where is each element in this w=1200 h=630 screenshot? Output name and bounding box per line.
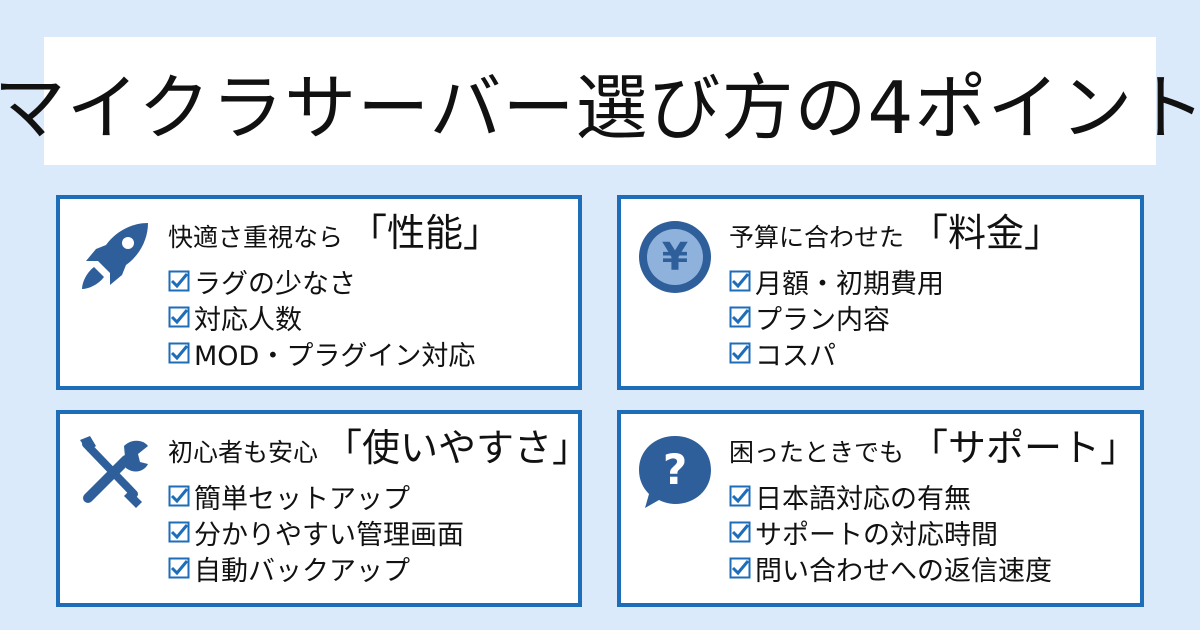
page-title: マイクラサーバー選び方の4ポイント xyxy=(0,65,1200,150)
list-item: 簡単セットアップ xyxy=(168,478,464,515)
list-item-label: プラン内容 xyxy=(755,304,890,336)
heading-keyword: 「性能」 xyxy=(349,211,502,255)
list-item-label: 分かりやすい管理画面 xyxy=(194,519,464,551)
list-item: 自動バックアップ xyxy=(168,550,464,587)
heading-keyword: 「料金」 xyxy=(910,211,1063,255)
title-banner: マイクラサーバー選び方の4ポイント xyxy=(0,37,1200,165)
heading-keyword: 「使いやすさ」 xyxy=(324,426,591,470)
list-item: 問い合わせへの返信速度 xyxy=(729,550,1052,587)
checklist: ラグの少なさ 対応人数 MOD・プラグイン対応 xyxy=(168,263,476,372)
list-item-label: 対応人数 xyxy=(194,304,302,336)
card-heading: 困ったときでも「サポート」 xyxy=(729,424,1138,477)
list-item: ラグの少なさ xyxy=(168,263,475,300)
list-item: MOD・プラグイン対応 xyxy=(168,335,476,372)
list-item-label: サポートの対応時間 xyxy=(755,519,998,551)
svg-text:¥: ¥ xyxy=(662,235,688,279)
card-heading: 予算に合わせた「料金」 xyxy=(729,209,1130,262)
checklist: 簡単セットアップ 分かりやすい管理画面 自動バックアップ xyxy=(168,478,464,587)
checkbox-icon xyxy=(729,485,751,507)
checkbox-icon xyxy=(729,306,751,328)
heading-keyword: 「サポート」 xyxy=(910,426,1139,470)
checkbox-icon xyxy=(168,342,190,364)
card-performance: 快適さ重視なら「性能」 ラグの少なさ 対応人数 MOD・プラグイン対応 xyxy=(56,195,582,390)
tools-icon xyxy=(80,436,148,508)
heading-prefix: 予算に合わせた xyxy=(729,223,905,252)
list-item: サポートの対応時間 xyxy=(729,514,1052,551)
list-item-label: 自動バックアップ xyxy=(194,555,410,587)
yen-coin-icon: ¥ xyxy=(639,221,711,293)
list-item-label: 簡単セットアップ xyxy=(194,483,410,515)
checkbox-icon xyxy=(729,521,751,543)
list-item-label: 問い合わせへの返信速度 xyxy=(755,555,1052,587)
card-heading: 初心者も安心「使いやすさ」 xyxy=(168,424,590,477)
list-item: 日本語対応の有無 xyxy=(729,478,1052,515)
list-item: プラン内容 xyxy=(729,299,944,336)
checkbox-icon xyxy=(168,270,190,292)
heading-prefix: 初心者も安心 xyxy=(168,438,319,467)
rocket-icon xyxy=(82,223,148,289)
list-item: 分かりやすい管理画面 xyxy=(168,514,464,551)
checkbox-icon xyxy=(168,485,190,507)
card-support: ? 困ったときでも「サポート」 日本語対応の有無 サポートの対応時間 問い合わせ… xyxy=(617,410,1144,607)
heading-prefix: 困ったときでも xyxy=(729,438,905,467)
checkbox-icon xyxy=(168,521,190,543)
heading-prefix: 快適さ重視なら xyxy=(168,223,344,252)
card-pricing: ¥ 予算に合わせた「料金」 月額・初期費用 プラン内容 コスパ xyxy=(617,195,1144,390)
list-item-label: コスパ xyxy=(755,340,836,372)
list-item: 月額・初期費用 xyxy=(729,263,944,300)
checkbox-icon xyxy=(168,306,190,328)
list-item-label: ラグの少なさ xyxy=(194,268,356,300)
checkbox-icon xyxy=(168,557,190,579)
checklist: 日本語対応の有無 サポートの対応時間 問い合わせへの返信速度 xyxy=(729,478,1052,587)
list-item: 対応人数 xyxy=(168,299,475,336)
checkbox-icon xyxy=(729,557,751,579)
question-bubble-icon: ? xyxy=(639,436,711,508)
list-item-label: 日本語対応の有無 xyxy=(755,483,971,515)
svg-text:?: ? xyxy=(663,445,687,494)
list-item: コスパ xyxy=(729,335,944,372)
checklist: 月額・初期費用 プラン内容 コスパ xyxy=(729,263,944,372)
card-ease-of-use: 初心者も安心「使いやすさ」 簡単セットアップ 分かりやすい管理画面 自動バックア… xyxy=(56,410,590,607)
list-item-label: MOD・プラグイン対応 xyxy=(194,340,476,372)
card-heading: 快適さ重視なら「性能」 xyxy=(168,209,568,262)
checkbox-icon xyxy=(729,270,751,292)
checkbox-icon xyxy=(729,342,751,364)
list-item-label: 月額・初期費用 xyxy=(755,268,944,300)
